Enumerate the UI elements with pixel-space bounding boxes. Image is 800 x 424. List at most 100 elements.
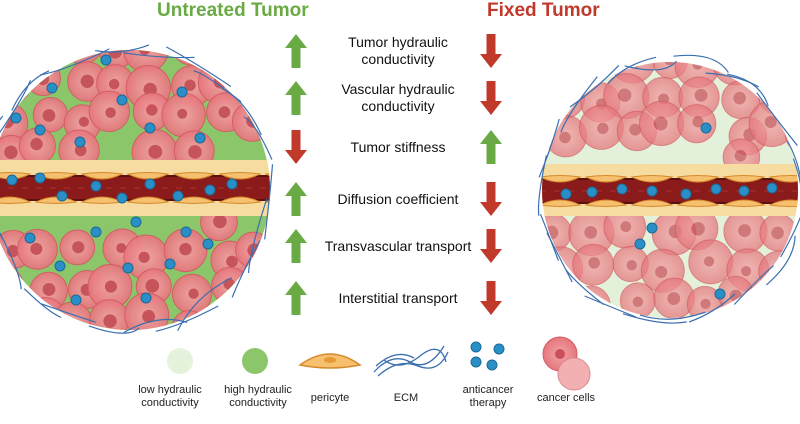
cancer-cell — [16, 50, 59, 77]
cancer-cell — [234, 50, 270, 75]
drug-particle — [204, 184, 216, 196]
cancer-cell — [245, 307, 270, 330]
drug-particle — [34, 172, 46, 184]
arrow-down-icon — [480, 81, 502, 115]
pericyte — [676, 199, 720, 207]
cancer-cell — [639, 100, 685, 147]
cancer-cell — [206, 50, 244, 67]
ecm-fiber — [538, 118, 560, 178]
legend-label: ECM — [393, 392, 419, 404]
ecm-fiber — [756, 92, 798, 146]
arrow-up-icon — [285, 229, 307, 263]
arrow-down-icon — [480, 182, 502, 216]
ecm-fiber — [0, 232, 5, 241]
cancer-cell — [542, 276, 578, 314]
cancer-cell — [172, 50, 210, 66]
ecm-fiber — [733, 265, 774, 305]
ecm-fiber — [565, 269, 605, 306]
pericyte — [722, 199, 766, 207]
drug-particle — [56, 190, 68, 202]
drug-particle — [116, 94, 128, 106]
ecm-fiber — [622, 313, 687, 324]
drug-particle — [176, 86, 188, 98]
pericyte — [722, 175, 766, 183]
drug-particle — [70, 294, 82, 306]
fixed-pericytes — [542, 175, 798, 207]
drug-particle — [46, 82, 58, 94]
legend-label: pericyte — [310, 392, 350, 404]
drug-particle — [24, 232, 36, 244]
cancer-cell — [231, 61, 270, 104]
pericyte — [218, 172, 262, 180]
fixed-ecm-fibers — [537, 54, 800, 324]
drug-particle — [226, 178, 238, 190]
pericyte — [542, 199, 582, 207]
pericyte — [172, 172, 216, 180]
pericyte — [126, 172, 170, 180]
cancer-cell — [0, 50, 27, 70]
drug-particle — [34, 124, 46, 136]
cancer-cell — [231, 101, 270, 142]
arrow-down-icon — [480, 34, 502, 68]
drug-particle — [646, 185, 658, 197]
effect-arrows — [285, 34, 502, 315]
cancer-cell — [206, 300, 246, 330]
ecm-fiber — [41, 303, 96, 323]
pericyte — [676, 175, 720, 183]
ecm-fiber — [123, 52, 195, 59]
arrow-down-icon — [285, 130, 307, 164]
drug-particle — [616, 183, 628, 195]
pericyte — [80, 172, 124, 180]
drug-particle — [116, 192, 128, 204]
pericyte — [768, 175, 798, 183]
cancer-cell — [51, 301, 93, 330]
cancer-cell — [570, 285, 611, 318]
drug-particle — [172, 190, 184, 202]
untreated-ecm-fibers — [0, 44, 274, 334]
property-label: Diffusion coefficient — [337, 190, 459, 207]
cancer-cell — [161, 92, 206, 138]
ecm-fiber — [166, 46, 232, 87]
cancer-cell — [18, 127, 56, 165]
cancer-cell — [688, 239, 734, 285]
cancer-cell — [62, 50, 104, 65]
pericyte — [172, 196, 216, 204]
cancer-cell — [163, 228, 208, 273]
cancer-cell — [677, 104, 717, 144]
ecm-fiber — [726, 73, 769, 107]
drug-particle — [710, 183, 722, 195]
pericyte — [126, 196, 170, 204]
drug-particle — [140, 292, 152, 304]
cancer-cell — [171, 273, 213, 315]
pericyte — [768, 199, 798, 207]
untreated-vessel — [0, 160, 270, 216]
pericyte — [584, 175, 628, 183]
drug-particle — [586, 186, 598, 198]
untreated-pericytes — [0, 172, 270, 204]
property-label: Tumor stiffness — [350, 138, 446, 155]
pericyte — [34, 172, 78, 180]
ecm-fiber — [177, 277, 232, 331]
ecm-fiber — [584, 295, 637, 318]
legend-low-conductivity-icon — [167, 348, 193, 374]
drug-particle — [202, 238, 214, 250]
drug-particle — [646, 222, 658, 234]
drug-particle — [194, 132, 206, 144]
cancer-cell — [122, 50, 170, 73]
ecm-fiber — [688, 293, 736, 323]
ecm-fiber — [11, 70, 50, 111]
cancer-cell — [572, 243, 615, 286]
cancer-cell — [16, 228, 58, 270]
drug-particle — [680, 188, 692, 200]
drug-particle — [122, 262, 134, 274]
drug-particle — [10, 112, 22, 124]
cancer-cell — [752, 62, 791, 78]
legend-icons — [167, 336, 591, 391]
cancer-cell — [171, 310, 207, 330]
arrow-down-icon — [480, 229, 502, 263]
ecm-fiber — [792, 158, 800, 185]
drug-particle — [144, 122, 156, 134]
